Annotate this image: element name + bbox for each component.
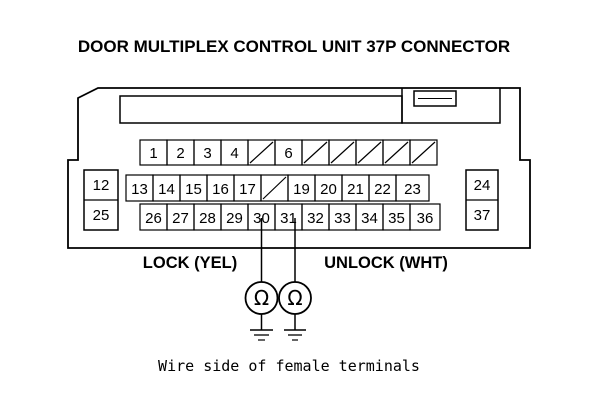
connector-housing <box>67 87 531 249</box>
pin-34: 34 <box>361 210 378 227</box>
pin-27: 27 <box>172 210 189 227</box>
pin-24: 24 <box>474 177 491 194</box>
diagram-caption: Wire side of female terminals <box>158 357 420 375</box>
pin-22: 22 <box>374 181 391 198</box>
pin-row-1: 1 2 3 4 6 <box>139 139 438 166</box>
pin-31: 31 <box>280 210 297 227</box>
diagram-title: DOOR MULTIPLEX CONTROL UNIT 37P CONNECTO… <box>78 37 510 56</box>
pin-5-unused <box>249 141 274 164</box>
pin-26: 26 <box>145 210 162 227</box>
latch-housing <box>401 88 501 124</box>
pin-8-unused <box>330 141 355 164</box>
pin-7-unused <box>303 141 328 164</box>
pin-4: 4 <box>230 145 238 162</box>
pin-17: 17 <box>239 181 256 198</box>
pin-28: 28 <box>199 210 216 227</box>
pin-35: 35 <box>388 210 405 227</box>
lock-ground-icon <box>250 329 273 341</box>
pin-16: 16 <box>212 181 229 198</box>
pin-6: 6 <box>284 145 292 162</box>
pin-29: 29 <box>226 210 243 227</box>
pin-33: 33 <box>334 210 351 227</box>
pin-row-3: 26 27 28 29 30 31 32 33 34 35 36 <box>139 203 441 231</box>
pin-19: 19 <box>293 181 310 198</box>
pin-21: 21 <box>347 181 364 198</box>
pin-12: 12 <box>93 177 110 194</box>
pin-14: 14 <box>158 181 175 198</box>
unlock-ohm-glyph: Ω <box>287 286 302 310</box>
pin-36: 36 <box>417 210 434 227</box>
pin-18-unused <box>262 176 287 200</box>
pin-15: 15 <box>185 181 202 198</box>
unlock-ground-icon <box>284 329 306 341</box>
pin-2: 2 <box>176 145 184 162</box>
lock-wire-label: LOCK (YEL) <box>143 254 237 272</box>
pin-25: 25 <box>93 207 110 224</box>
pin-1: 1 <box>149 145 157 162</box>
lock-ohm-glyph: Ω <box>254 286 269 310</box>
pin-3: 3 <box>203 145 211 162</box>
pin-9-unused <box>357 141 382 164</box>
latch-window <box>413 90 457 107</box>
locking-tab <box>119 95 403 124</box>
pin-row-2: 13 14 15 16 17 19 20 21 22 23 <box>125 174 430 202</box>
pin-11-unused <box>411 141 436 164</box>
pin-20: 20 <box>320 181 337 198</box>
pin-13: 13 <box>131 181 148 198</box>
unlock-wire-label: UNLOCK (WHT) <box>324 254 448 272</box>
pin-10-unused <box>384 141 409 164</box>
pin-23: 23 <box>404 181 421 198</box>
pin-32: 32 <box>307 210 324 227</box>
pin-37: 37 <box>474 207 491 224</box>
